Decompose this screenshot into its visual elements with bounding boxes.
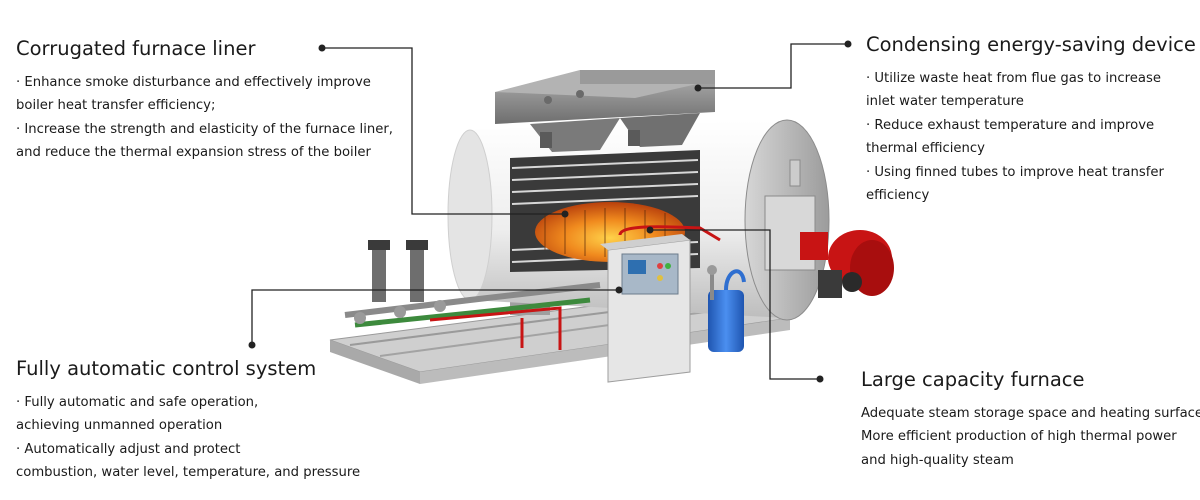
callout-large-capacity-furnace: Large capacity furnace Adequate steam st…	[861, 368, 1200, 472]
callout-condensing-energy-saving-device: Condensing energy-saving device · Utiliz…	[866, 33, 1196, 207]
callout-line: · Using finned tubes to improve heat tra…	[866, 164, 1164, 180]
callout-line: thermal efficiency	[866, 141, 985, 157]
callout-line: and high-quality steam	[861, 452, 1014, 468]
dot-furnace-target	[646, 226, 654, 234]
leader-condensing	[698, 43, 848, 89]
callout-line: Adequate steam storage space and heating…	[861, 406, 1200, 421]
leader-liner	[322, 47, 565, 215]
dot-control-end	[248, 341, 256, 349]
dot-liner-target	[561, 210, 569, 218]
callout-fully-automatic-control-system: Fully automatic control system · Fully a…	[16, 357, 360, 485]
callout-line: · Fully automatic and safe operation,	[16, 395, 259, 410]
callout-line: · Reduce exhaust temperature and improve	[866, 117, 1155, 133]
callout-line: · Enhance smoke disturbance and effectiv…	[16, 75, 371, 90]
callout-corrugated-furnace-liner: Corrugated furnace liner · Enhance smoke…	[16, 37, 393, 165]
callout-line: · Increase the strength and elasticity o…	[16, 121, 393, 137]
callout-line: inlet water temperature	[866, 94, 1024, 110]
leader-control	[251, 289, 619, 345]
callout-line: and reduce the thermal expansion stress …	[16, 145, 371, 161]
leader-dots	[248, 40, 852, 383]
callout-line: · Automatically adjust and protect	[16, 441, 241, 457]
dot-liner-end	[318, 44, 326, 52]
dot-condensing-target	[694, 84, 702, 92]
callout-title: Condensing energy-saving device	[866, 33, 1196, 56]
dot-control-target	[615, 286, 623, 294]
callout-line: efficiency	[866, 188, 930, 204]
callout-title: Fully automatic control system	[16, 357, 317, 380]
condensing-economizer	[495, 70, 715, 152]
callout-line: More efficient production of high therma…	[861, 429, 1177, 445]
callout-title: Large capacity furnace	[861, 368, 1085, 391]
control-cabinet	[600, 234, 691, 383]
callout-line: combustion, water level, temperature, an…	[16, 465, 361, 481]
water-tank	[707, 265, 746, 352]
callout-line: boiler heat transfer efficiency;	[16, 98, 216, 114]
leader-furnace	[650, 229, 820, 380]
callout-line: · Utilize waste heat from flue gas to in…	[866, 71, 1161, 86]
callout-title: Corrugated furnace liner	[16, 37, 256, 60]
dot-furnace-end	[816, 375, 824, 383]
callout-line: achieving unmanned operation	[16, 418, 223, 434]
leader-lines	[251, 43, 848, 380]
burner	[764, 195, 894, 298]
dot-condensing-end	[844, 40, 852, 48]
